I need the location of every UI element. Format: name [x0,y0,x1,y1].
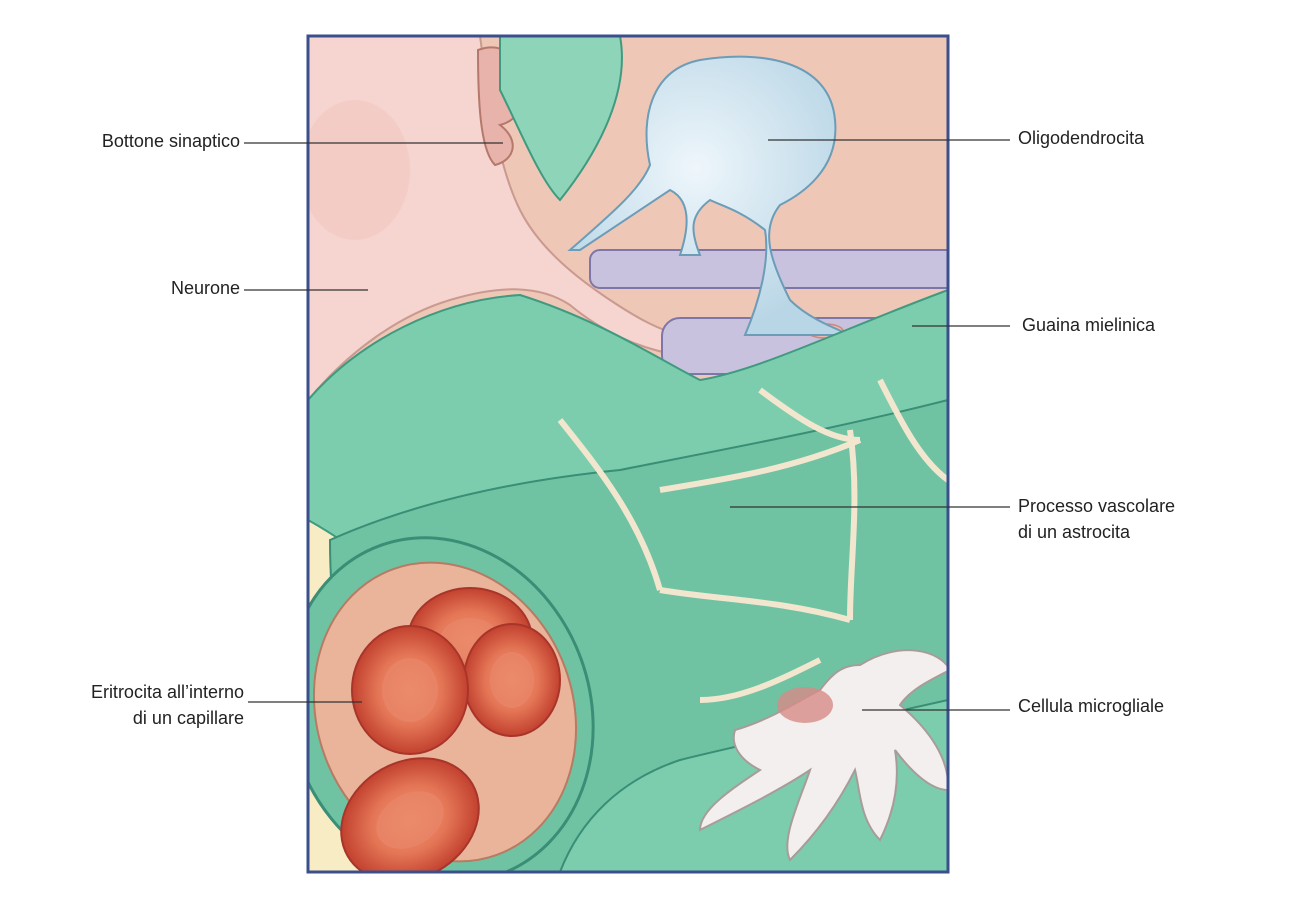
label-eritrocita-line1: Eritrocita all’interno [20,680,244,704]
label-guaina-mielinica: Guaina mielinica [1022,313,1155,337]
label-processo-line2: di un astrocita [1018,520,1130,544]
label-eritrocita-line2: di un capillare [20,706,244,730]
microglia-nucleus [777,687,833,723]
neuron-nucleus [300,100,410,240]
label-cellula-microgliale: Cellula microgliale [1018,694,1164,718]
label-neurone: Neurone [40,276,240,300]
label-bottone-sinaptico: Bottone sinaptico [40,129,240,153]
label-processo-line1: Processo vascolare [1018,494,1175,518]
label-oligodendrocita: Oligodendrocita [1018,126,1144,150]
